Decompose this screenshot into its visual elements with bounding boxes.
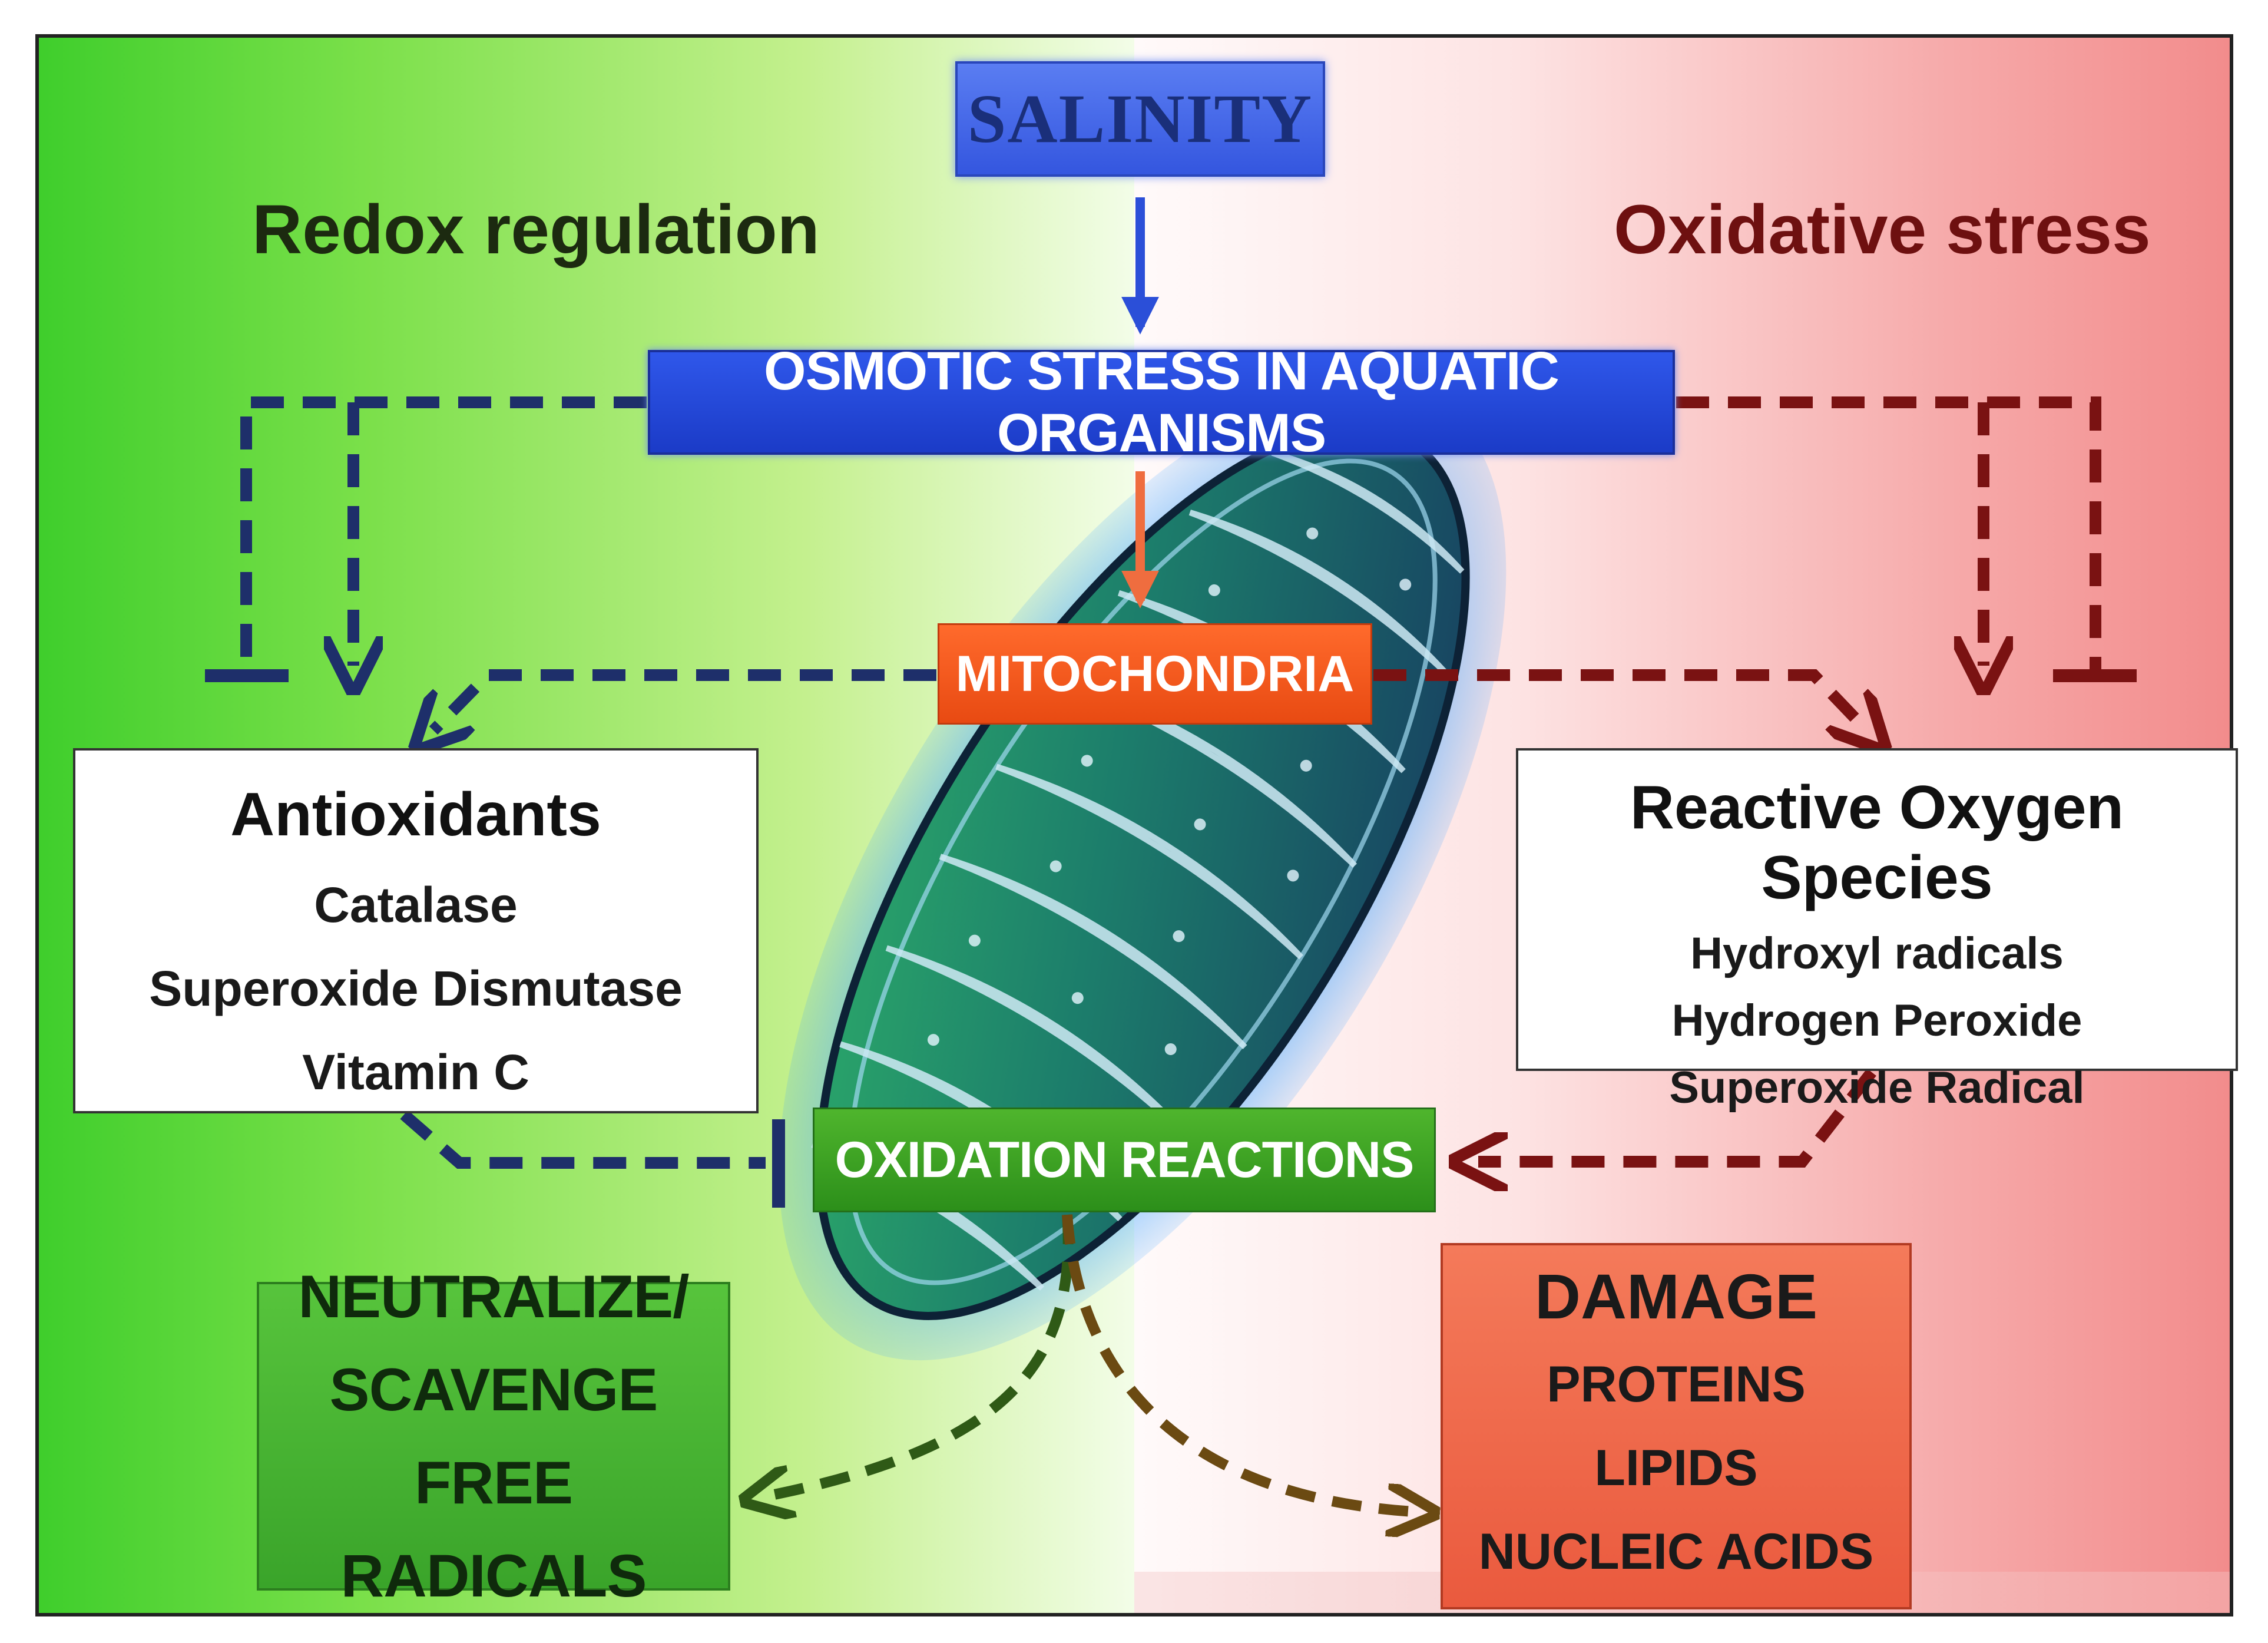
neutralize-line: SCAVENGE xyxy=(329,1356,658,1423)
antioxidant-item: Vitamin C xyxy=(302,1044,529,1100)
damage-node: DAMAGE PROTEINS LIPIDS NUCLEIC ACIDS xyxy=(1441,1243,1912,1609)
osmotic-stress-label: OSMOTIC STRESS IN AQUATIC ORGANISMS xyxy=(764,341,1560,463)
osmotic-stress-node: OSMOTIC STRESS IN AQUATIC ORGANISMS xyxy=(648,341,1675,463)
salinity-label: SALINITY xyxy=(967,80,1313,157)
mitochondria-label: MITOCHONDRIA xyxy=(955,645,1355,702)
damage-item: NUCLEIC ACIDS xyxy=(1478,1523,1874,1580)
damage-item: PROTEINS xyxy=(1547,1356,1806,1413)
ros-item: Hydrogen Peroxide xyxy=(1671,996,2082,1046)
oxidative-stress-heading: Oxidative stress xyxy=(1614,191,2151,269)
antioxidant-item: Superoxide Dismutase xyxy=(149,961,683,1016)
ros-item: Superoxide Radical xyxy=(1669,1063,2085,1113)
antioxidants-title: Antioxidants xyxy=(230,781,601,849)
salinity-node: SALINITY xyxy=(955,61,1325,177)
ros-item: Hydroxyl radicals xyxy=(1690,928,2064,978)
mitochondria-node: MITOCHONDRIA xyxy=(938,623,1372,725)
damage-title: DAMAGE xyxy=(1535,1260,1817,1332)
neutralize-line: NEUTRALIZE/ xyxy=(298,1263,689,1330)
neutralize-node: NEUTRALIZE/ SCAVENGE FREE RADICALS xyxy=(257,1263,730,1609)
oxidation-reactions-label: OXIDATION REACTIONS xyxy=(835,1131,1415,1188)
damage-item: LIPIDS xyxy=(1594,1439,1758,1496)
ros-title: Reactive Oxygen Species xyxy=(1630,773,2124,912)
neutralize-line: FREE RADICALS xyxy=(340,1449,647,1609)
antioxidant-item: Catalase xyxy=(314,877,518,933)
oxidation-reactions-node: OXIDATION REACTIONS xyxy=(813,1108,1436,1212)
redox-regulation-heading: Redox regulation xyxy=(252,191,820,269)
antioxidants-node: Antioxidants Catalase Superoxide Dismuta… xyxy=(73,748,759,1113)
reactive-oxygen-species-node: Reactive Oxygen Species Hydroxyl radical… xyxy=(1516,748,2238,1113)
